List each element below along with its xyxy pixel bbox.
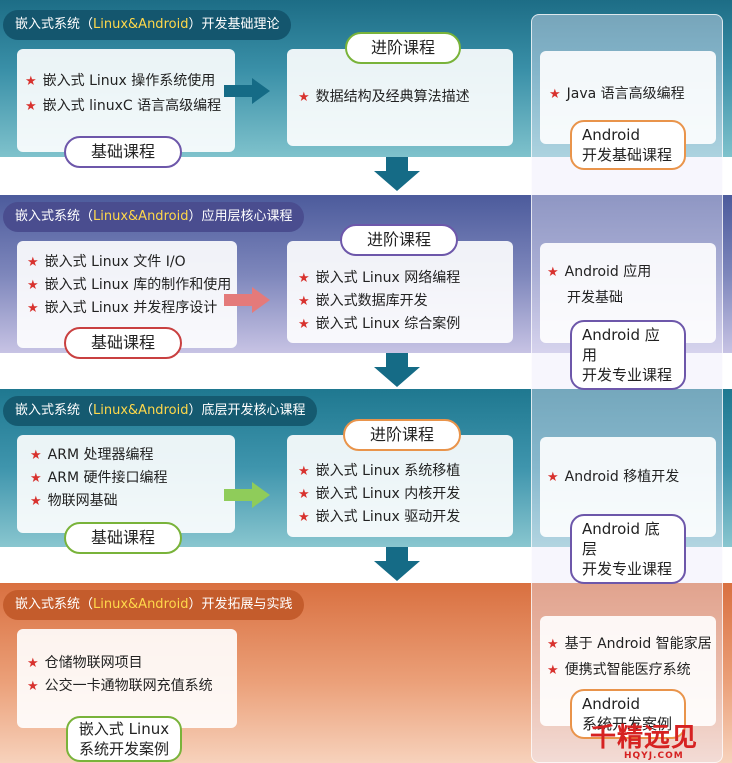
- basic-item: ★物联网基础: [30, 493, 118, 509]
- advanced-item: ★嵌入式数据库开发: [298, 293, 428, 309]
- basic-item: ★公交一卡通物联网充值系统: [27, 678, 213, 694]
- star-icon: ★: [30, 494, 42, 509]
- star-icon: ★: [298, 271, 310, 286]
- basic-item: ★ARM 处理器编程: [30, 447, 154, 463]
- basic-item: ★嵌入式 Linux 文件 I/O: [27, 254, 186, 270]
- advanced-item: ★嵌入式 Linux 网络编程: [298, 270, 461, 286]
- advanced-item: ★嵌入式 Linux 系统移植: [298, 463, 461, 479]
- basic-course-label: 基础课程: [64, 327, 182, 359]
- advanced-item: ★数据结构及经典算法描述: [298, 89, 470, 105]
- advanced-item: ★嵌入式 Linux 综合案例: [298, 316, 461, 332]
- basic-item: ★嵌入式 Linux 操作系统使用: [25, 73, 216, 89]
- section-title-4: 嵌入式系统（Linux&Android）开发拓展与实践: [3, 590, 305, 620]
- right-arrow-icon: [224, 287, 270, 313]
- star-icon: ★: [549, 87, 561, 102]
- basic-item: ★ARM 硬件接口编程: [30, 470, 168, 486]
- android-item-continued: 开发基础: [567, 290, 623, 306]
- right-arrow-icon: [224, 78, 270, 104]
- advanced-course-label: 进阶课程: [340, 224, 458, 256]
- advanced-course-label: 进阶课程: [345, 32, 461, 64]
- down-arrow-icon: [374, 353, 420, 387]
- advanced-course-label: 进阶课程: [343, 419, 461, 451]
- android-item: ★基于 Android 智能家居: [547, 636, 712, 652]
- watermark-logo: 千精远见 HQYJ.COM: [590, 724, 732, 763]
- star-icon: ★: [547, 470, 559, 485]
- star-icon: ★: [298, 487, 310, 502]
- star-icon: ★: [298, 317, 310, 332]
- star-icon: ★: [27, 656, 39, 671]
- star-icon: ★: [547, 265, 559, 280]
- down-arrow-icon: [374, 157, 420, 191]
- star-icon: ★: [298, 90, 310, 105]
- advanced-card-3: [287, 435, 513, 537]
- basic-item: ★嵌入式 linuxC 语言高级编程: [25, 98, 222, 114]
- advanced-card-1: [287, 49, 513, 146]
- star-icon: ★: [27, 255, 39, 270]
- right-arrow-icon: [224, 482, 270, 508]
- basic-item: ★嵌入式 Linux 库的制作和使用: [27, 277, 232, 293]
- star-icon: ★: [27, 679, 39, 694]
- basic-card-3: [17, 435, 235, 533]
- section-title-3: 嵌入式系统（Linux&Android）底层开发核心课程: [3, 396, 318, 426]
- watermark-url: HQYJ.COM: [624, 751, 684, 761]
- star-icon: ★: [27, 278, 39, 293]
- star-icon: ★: [298, 510, 310, 525]
- basic-item: ★嵌入式 Linux 并发程序设计: [27, 300, 218, 316]
- basic-course-label: 基础课程: [64, 136, 182, 168]
- basic-card-1: [17, 49, 235, 152]
- basic-card-4: [17, 629, 237, 728]
- advanced-card-2: [287, 241, 513, 343]
- star-icon: ★: [547, 637, 559, 652]
- basic-course-label: 基础课程: [64, 522, 182, 554]
- android-course-tag: Android 底层开发专业课程: [570, 514, 686, 584]
- android-item: ★Android 移植开发: [547, 469, 680, 485]
- watermark-text: 千精远见: [590, 723, 699, 753]
- star-icon: ★: [30, 471, 42, 486]
- star-icon: ★: [298, 464, 310, 479]
- basic-item: ★仓储物联网项目: [27, 655, 143, 671]
- star-icon: ★: [298, 294, 310, 309]
- android-course-tag: Android 应用开发专业课程: [570, 320, 686, 390]
- advanced-item: ★嵌入式 Linux 内核开发: [298, 486, 461, 502]
- star-icon: ★: [27, 301, 39, 316]
- section-title-2: 嵌入式系统（Linux&Android）应用层核心课程: [3, 202, 305, 232]
- section-title-1: 嵌入式系统（Linux&Android）开发基础理论: [3, 10, 292, 40]
- android-item: ★Java 语言高级编程: [549, 86, 685, 102]
- advanced-item: ★嵌入式 Linux 驱动开发: [298, 509, 461, 525]
- down-arrow-icon: [374, 547, 420, 581]
- android-item: ★便携式智能医疗系统: [547, 662, 691, 678]
- star-icon: ★: [30, 448, 42, 463]
- star-icon: ★: [547, 663, 559, 678]
- star-icon: ★: [25, 74, 37, 89]
- star-icon: ★: [25, 99, 37, 114]
- android-item: ★Android 应用: [547, 264, 652, 280]
